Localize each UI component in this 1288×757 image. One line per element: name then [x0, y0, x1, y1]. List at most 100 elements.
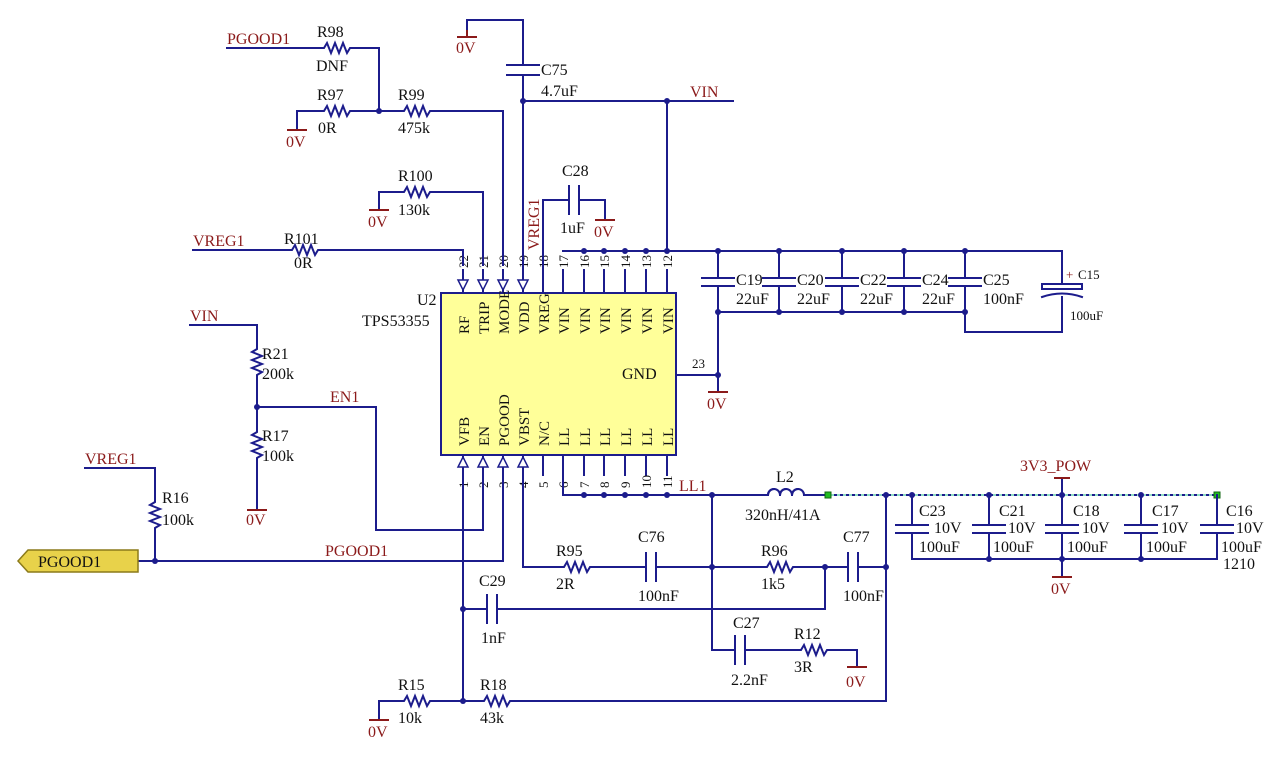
val-c25: 100nF — [983, 291, 1024, 308]
val-c28: 1uF — [560, 220, 585, 237]
ref-r95: R95 — [556, 543, 583, 560]
ic-bottom-pin-number: 11 — [660, 475, 675, 488]
capacitor-c16 — [1200, 524, 1234, 534]
ref-c24: C24 — [922, 272, 949, 289]
ref-r18: R18 — [480, 677, 507, 694]
val-c29: 1nF — [481, 630, 506, 647]
net-vin-left: VIN — [190, 308, 219, 325]
ic-bottom-pin-name: LL — [578, 428, 594, 446]
ref-r17: R17 — [262, 428, 289, 445]
ref-r15: R15 — [398, 677, 425, 694]
ic-part: TPS53355 — [362, 313, 430, 330]
val-r97: 0R — [318, 120, 337, 137]
net-pgood1-mid: PGOOD1 — [325, 543, 388, 560]
val-r98: DNF — [316, 58, 348, 75]
val-r16: 100k — [162, 512, 194, 529]
ic-top-pin-name: VDD — [517, 301, 533, 334]
val-r21: 200k — [262, 366, 294, 383]
resistor-r98 — [319, 40, 357, 56]
capacitor-c75 — [506, 64, 540, 76]
net-pgood1-top: PGOOD1 — [227, 31, 290, 48]
ref-c23: C23 — [919, 503, 946, 520]
volt-c17: 10V — [1161, 520, 1189, 537]
resistor-r15 — [399, 693, 437, 709]
ic-bottom-pin-number: 5 — [536, 482, 551, 489]
val-c22: 22uF — [860, 291, 893, 308]
capacitor-c21 — [972, 524, 1006, 534]
ic-bottom-pin-name: LL — [598, 428, 614, 446]
net-en1: EN1 — [330, 389, 359, 406]
ground-label: 0V — [594, 224, 614, 241]
ic-gnd-pin-name: GND — [622, 366, 657, 383]
capacitor-c77 — [847, 552, 859, 582]
ic-bottom-pin-name: LL — [557, 428, 573, 446]
ic-top-pin-name: VREG — [537, 293, 553, 334]
ic-bottom-pin-name: LL — [619, 428, 635, 446]
probe-marker — [824, 491, 832, 499]
resistor-r97 — [319, 103, 357, 119]
resistor-r12 — [796, 642, 834, 658]
val-c23: 100uF — [919, 539, 960, 556]
ic-bottom-pin-name: PGOOD — [497, 394, 513, 446]
ref-c76: C76 — [638, 529, 665, 546]
resistor-r100 — [399, 184, 437, 200]
ic-top-pin-name: MODE — [497, 290, 513, 334]
net-vreg1-bottom: VREG1 — [85, 451, 137, 468]
resistor-r16 — [147, 497, 163, 535]
val-l2: 320nH/41A — [745, 507, 821, 524]
ground-label: 0V — [286, 134, 306, 151]
val-c17: 100uF — [1146, 539, 1187, 556]
ref-r101: R101 — [284, 231, 319, 248]
ic-top-pin-number: 12 — [660, 255, 675, 268]
pgood1-port — [16, 549, 139, 573]
val-c18: 100uF — [1067, 539, 1108, 556]
ref-c25: C25 — [983, 272, 1010, 289]
ground-label: 0V — [246, 512, 266, 529]
ref-c16: C16 — [1226, 503, 1253, 520]
ref-c18: C18 — [1073, 503, 1100, 520]
capacitor-c24 — [887, 277, 921, 287]
ground-symbol — [457, 30, 477, 38]
val-c75: 4.7uF — [541, 83, 578, 100]
pkg-c16: 1210 — [1223, 556, 1255, 573]
ref-c29: C29 — [479, 573, 506, 590]
resistor-r101 — [287, 242, 325, 258]
ground-label: 0V — [707, 396, 727, 413]
net-vreg1-vertical: VREG1 — [526, 198, 543, 250]
ref-r97: R97 — [317, 87, 344, 104]
volt-c21: 10V — [1008, 520, 1036, 537]
ic-bottom-pin-name: EN — [477, 426, 493, 446]
ic-top-pin-number: 14 — [618, 255, 633, 269]
val-r18: 43k — [480, 710, 504, 727]
ic-gnd-pin-num: 23 — [692, 356, 705, 371]
val-c77: 100nF — [843, 588, 884, 605]
ref-c75: C75 — [541, 62, 568, 79]
resistor-r17 — [249, 427, 265, 465]
capacitor-c29 — [486, 594, 498, 624]
ic-bottom-pin-name: LL — [640, 428, 656, 446]
ref-c27: C27 — [733, 615, 760, 632]
val-r12: 3R — [794, 659, 813, 676]
ref-c77: C77 — [843, 529, 870, 546]
ref-c19: C19 — [736, 272, 763, 289]
ic-top-pin-name: VIN — [640, 307, 656, 334]
pgood1-port-label: PGOOD1 — [38, 554, 101, 571]
ic-bottom-pin-name: VFB — [457, 417, 473, 446]
volt-c23: 10V — [934, 520, 962, 537]
val-r17: 100k — [262, 448, 294, 465]
ref-r96: R96 — [761, 543, 788, 560]
val-c21: 100uF — [993, 539, 1034, 556]
resistor-r96 — [762, 559, 800, 575]
ref-r21: R21 — [262, 346, 289, 363]
ground-label: 0V — [368, 724, 388, 741]
capacitor-c19 — [701, 277, 735, 287]
volt-c16: 10V — [1236, 520, 1264, 537]
ref-r99: R99 — [398, 87, 425, 104]
ic-top-pin-name: RF — [457, 316, 473, 334]
capacitor-c18 — [1045, 524, 1079, 534]
ic-bottom-pin-number: 10 — [639, 475, 654, 488]
svg-text:+: + — [1066, 267, 1073, 282]
ref-r12: R12 — [794, 626, 821, 643]
resistor-r95 — [559, 559, 597, 575]
ic-top-pin-name: VIN — [578, 307, 594, 334]
